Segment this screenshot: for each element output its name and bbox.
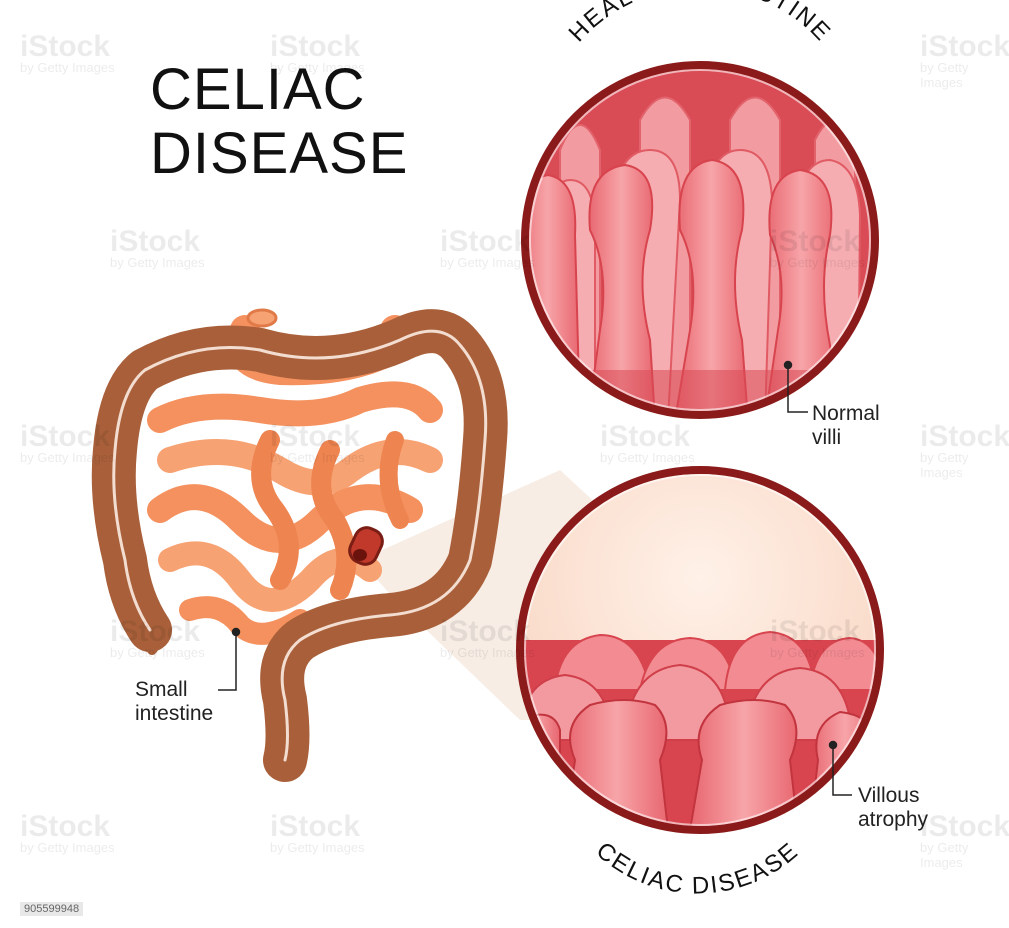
watermark-tagline: by Getty Images — [270, 840, 365, 855]
watermark: iStockby Getty Images — [770, 225, 865, 270]
watermark-brand: iStock — [270, 30, 360, 63]
watermark-tagline: by Getty Images — [270, 450, 365, 465]
watermark: iStockby Getty Images — [20, 810, 115, 855]
watermark: iStockby Getty Images — [270, 30, 365, 75]
watermark-tagline: by Getty Images — [770, 255, 865, 270]
celiac-disease-circle-title: CELIAC DISEASE — [591, 837, 804, 900]
watermark-tagline: by Getty Images — [600, 450, 695, 465]
watermark-brand: iStock — [920, 810, 1009, 843]
villous-atrophy-label-line-2: atrophy — [858, 808, 928, 832]
watermark-tagline: by Getty Images — [20, 450, 115, 465]
watermark: iStockby Getty Images — [920, 420, 1009, 480]
watermark-brand: iStock — [20, 420, 110, 453]
watermark: iStockby Getty Images — [270, 810, 365, 855]
villous-atrophy-label-line-1: Villous — [858, 784, 928, 808]
normal-villi-label: Normal villi — [812, 402, 880, 450]
small-intestine-leader — [218, 632, 236, 690]
watermark-tagline: by Getty Images — [440, 255, 535, 270]
watermark: iStockby Getty Images — [110, 225, 205, 270]
celiac-disease-circle: CELIAC DISEASE — [510, 470, 890, 900]
watermark-tagline: by Getty Images — [110, 645, 205, 660]
watermark-brand: iStock — [440, 615, 530, 648]
normal-villi-label-line-1: Normal — [812, 402, 880, 426]
healthy-intestine-title: HEALTHY INTESTINE — [564, 0, 837, 47]
svg-text:CELIAC DISEASE: CELIAC DISEASE — [591, 837, 804, 900]
watermark-tagline: by Getty Images — [20, 840, 115, 855]
svg-text:HEALTHY INTESTINE: HEALTHY INTESTINE — [564, 0, 837, 47]
watermark-tagline: by Getty Images — [920, 450, 1009, 480]
watermark: iStockby Getty Images — [440, 225, 535, 270]
watermark-brand: iStock — [920, 30, 1009, 63]
stock-id-badge: 905599948 — [20, 902, 83, 916]
title-line-2: DISEASE — [150, 122, 408, 186]
watermark: iStockby Getty Images — [20, 420, 115, 465]
small-intestine-label: Small intestine — [135, 678, 213, 726]
small-intestine-label-line-2: intestine — [135, 702, 213, 726]
watermark-tagline: by Getty Images — [920, 840, 1009, 870]
watermark: iStockby Getty Images — [20, 30, 115, 75]
watermark-tagline: by Getty Images — [20, 60, 115, 75]
healthy-intestine-circle: HEALTHY INTESTINE — [515, 0, 880, 430]
normal-villi-label-line-2: villi — [812, 426, 880, 450]
watermark-tagline: by Getty Images — [770, 645, 865, 660]
watermark-brand: iStock — [770, 615, 860, 648]
small-intestine-label-line-1: Small — [135, 678, 213, 702]
watermark-tagline: by Getty Images — [270, 60, 365, 75]
watermark-tagline: by Getty Images — [110, 255, 205, 270]
watermark-brand: iStock — [770, 225, 860, 258]
watermark-brand: iStock — [270, 420, 360, 453]
watermark-brand: iStock — [440, 225, 530, 258]
watermark: iStockby Getty Images — [600, 420, 695, 465]
watermark: iStockby Getty Images — [920, 810, 1009, 870]
watermark-brand: iStock — [20, 30, 110, 63]
watermark-brand: iStock — [600, 420, 690, 453]
watermark-brand: iStock — [920, 420, 1009, 453]
watermark-brand: iStock — [20, 810, 110, 843]
watermark: iStockby Getty Images — [270, 420, 365, 465]
villous-atrophy-label: Villous atrophy — [858, 784, 928, 832]
watermark: iStockby Getty Images — [770, 615, 865, 660]
watermark: iStockby Getty Images — [110, 615, 205, 660]
page-title: CELIAC DISEASE — [150, 58, 408, 186]
watermark-tagline: by Getty Images — [920, 60, 1009, 90]
watermark-tagline: by Getty Images — [440, 645, 535, 660]
watermark: iStockby Getty Images — [440, 615, 535, 660]
watermark: iStockby Getty Images — [920, 30, 1009, 90]
watermark-brand: iStock — [270, 810, 360, 843]
watermark-brand: iStock — [110, 225, 200, 258]
watermark-brand: iStock — [110, 615, 200, 648]
